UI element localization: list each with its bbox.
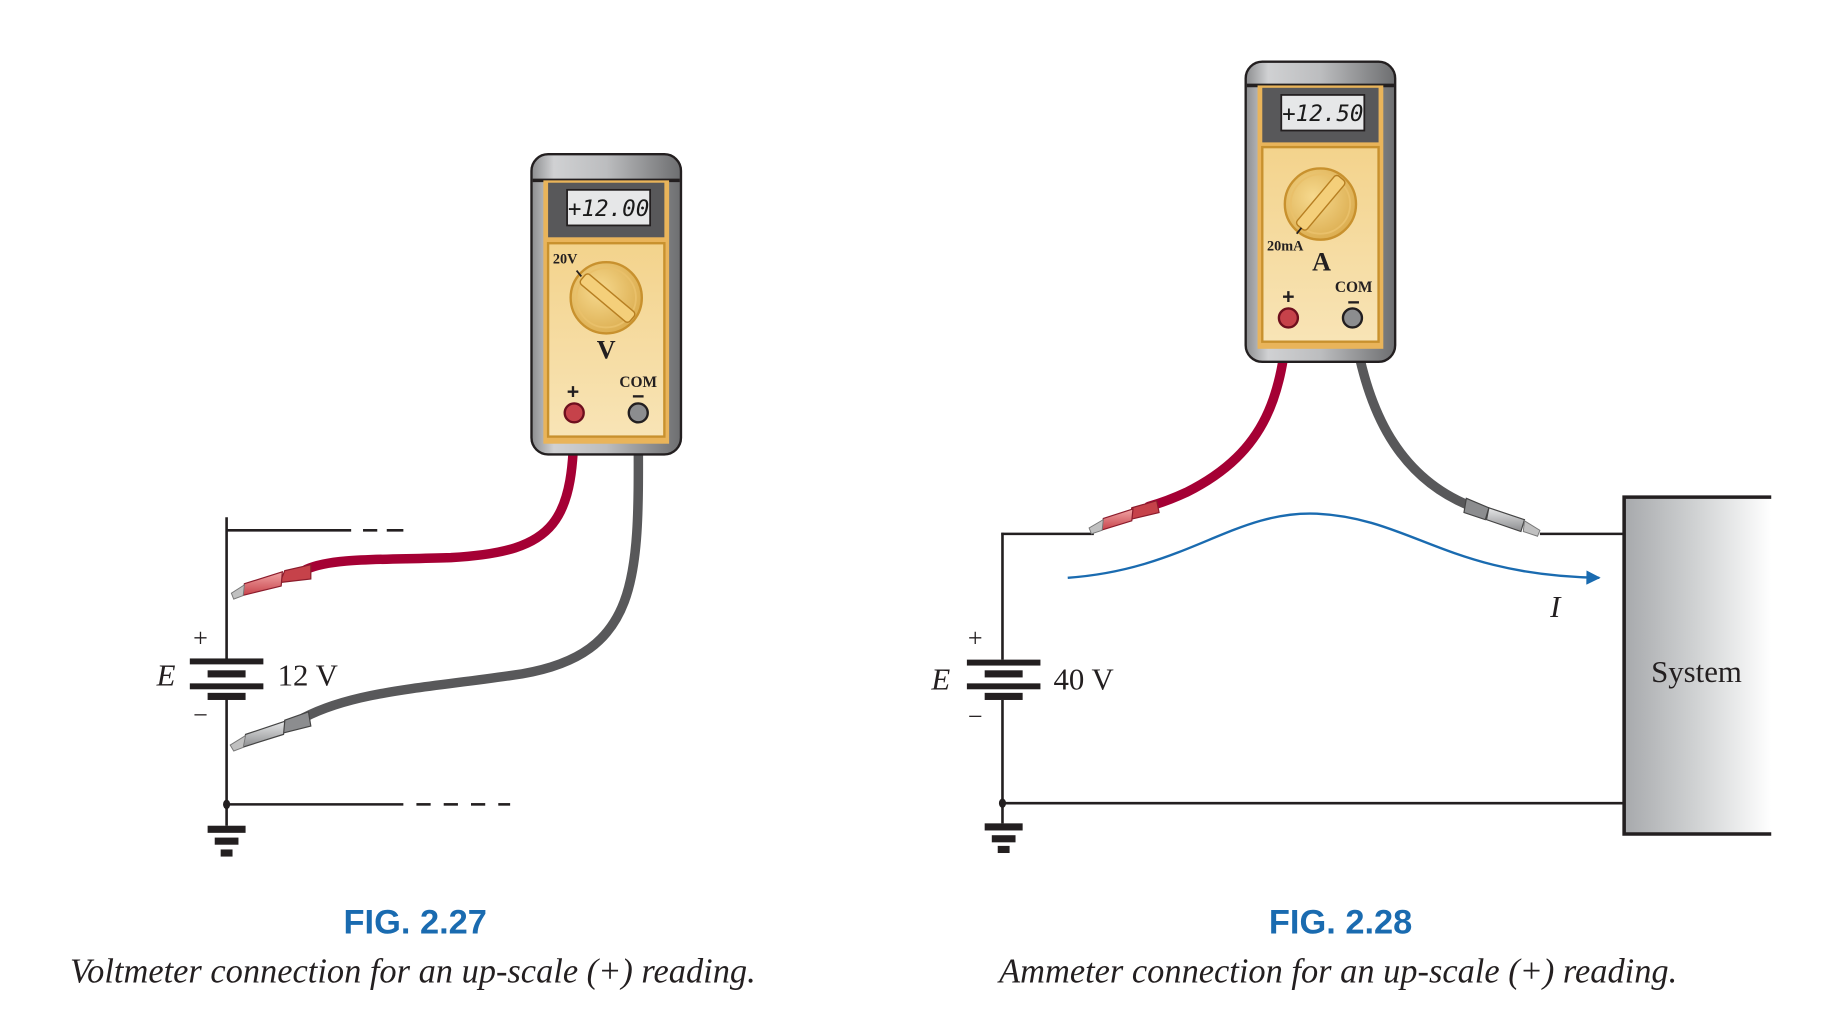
red-probe-clip[interactable]: [230, 563, 312, 600]
figure-caption: Ammeter connection for an up-scale (+) r…: [997, 952, 1677, 990]
source-label: E: [930, 662, 950, 696]
minus-terminal-label: −: [632, 384, 644, 408]
ground-bar-1: [984, 823, 1023, 831]
battery-plate-short-1: [984, 670, 1023, 678]
battery-plate-long-2: [189, 683, 264, 690]
source-voltage: 12 V: [278, 659, 338, 693]
red-test-lead[interactable]: [301, 408, 579, 575]
range-selector-knob[interactable]: [569, 261, 644, 335]
ammeter-circuit: [998, 532, 1623, 824]
source-voltage: 40 V: [1053, 662, 1113, 696]
battery-plate-short-2: [207, 692, 246, 700]
meter-reading: +12.00: [568, 196, 649, 222]
junction-dot: [223, 799, 231, 810]
battery-minus-sign: −: [968, 702, 983, 731]
battery-plate-short-2: [984, 692, 1023, 700]
battery-plus-sign: +: [193, 624, 208, 653]
range-selector-knob[interactable]: [1283, 167, 1358, 241]
ground-bar-3: [220, 849, 233, 857]
system-label: System: [1651, 655, 1742, 689]
ammeter[interactable]: +12.50 20mA A COM + −: [1244, 60, 1397, 364]
black-probe-clip[interactable]: [1463, 497, 1541, 537]
ground-bar-1: [207, 825, 246, 833]
plus-terminal-jack[interactable]: [563, 402, 585, 424]
battery-plus-sign: +: [968, 624, 983, 653]
red-probe-clip[interactable]: [1088, 499, 1160, 535]
black-probe-clip[interactable]: [229, 711, 312, 752]
battery-plate-long-2: [966, 683, 1041, 690]
current-label: I: [1549, 590, 1562, 624]
range-label: 20V: [553, 251, 578, 267]
black-test-lead[interactable]: [298, 408, 644, 723]
current-direction-arrow: [1067, 512, 1601, 585]
source-label: E: [156, 659, 176, 693]
com-label: COM: [1335, 279, 1373, 296]
plus-terminal-label: +: [1282, 285, 1294, 309]
battery-plate-short-1: [207, 670, 246, 678]
battery-symbol: + − E 12 V: [156, 624, 338, 730]
ground-bar-2: [214, 837, 239, 845]
ground-bar-3: [997, 845, 1010, 854]
figure-caption: Voltmeter connection for an up-scale (+)…: [70, 952, 756, 990]
battery-plate-long-1: [966, 659, 1041, 666]
com-terminal-jack[interactable]: [627, 402, 649, 424]
plus-terminal-label: +: [567, 380, 579, 404]
red-test-lead[interactable]: [1143, 313, 1294, 512]
meter-reading: +12.50: [1282, 101, 1363, 127]
battery-symbol: + − E 40 V: [930, 624, 1113, 731]
ground-symbol: [207, 825, 246, 857]
system-load-block: System: [1622, 495, 1772, 836]
lcd-display: [566, 188, 652, 227]
com-label: COM: [619, 374, 657, 391]
ground-bar-2: [991, 835, 1016, 843]
ground-symbol: [984, 823, 1023, 854]
range-label: 20mA: [1267, 238, 1304, 254]
voltmeter-circuit: [223, 517, 511, 826]
mode-label: V: [597, 335, 616, 364]
system-box: [1624, 497, 1772, 835]
mode-label: A: [1312, 248, 1331, 277]
voltmeter[interactable]: +12.00 20V V COM + −: [530, 153, 683, 456]
plus-terminal-jack[interactable]: [1277, 307, 1300, 329]
junction-dot: [998, 798, 1007, 808]
figure-2-27: + − E 12 V: [70, 153, 756, 990]
lcd-display: [1280, 94, 1366, 132]
battery-plate-long-1: [189, 658, 264, 665]
com-terminal-jack[interactable]: [1341, 307, 1364, 329]
figure-2-28: + − E 40 V I System: [930, 60, 1772, 990]
figure-title: FIG. 2.28: [1269, 904, 1412, 942]
figure-title: FIG. 2.27: [344, 904, 487, 942]
battery-minus-sign: −: [193, 701, 208, 730]
